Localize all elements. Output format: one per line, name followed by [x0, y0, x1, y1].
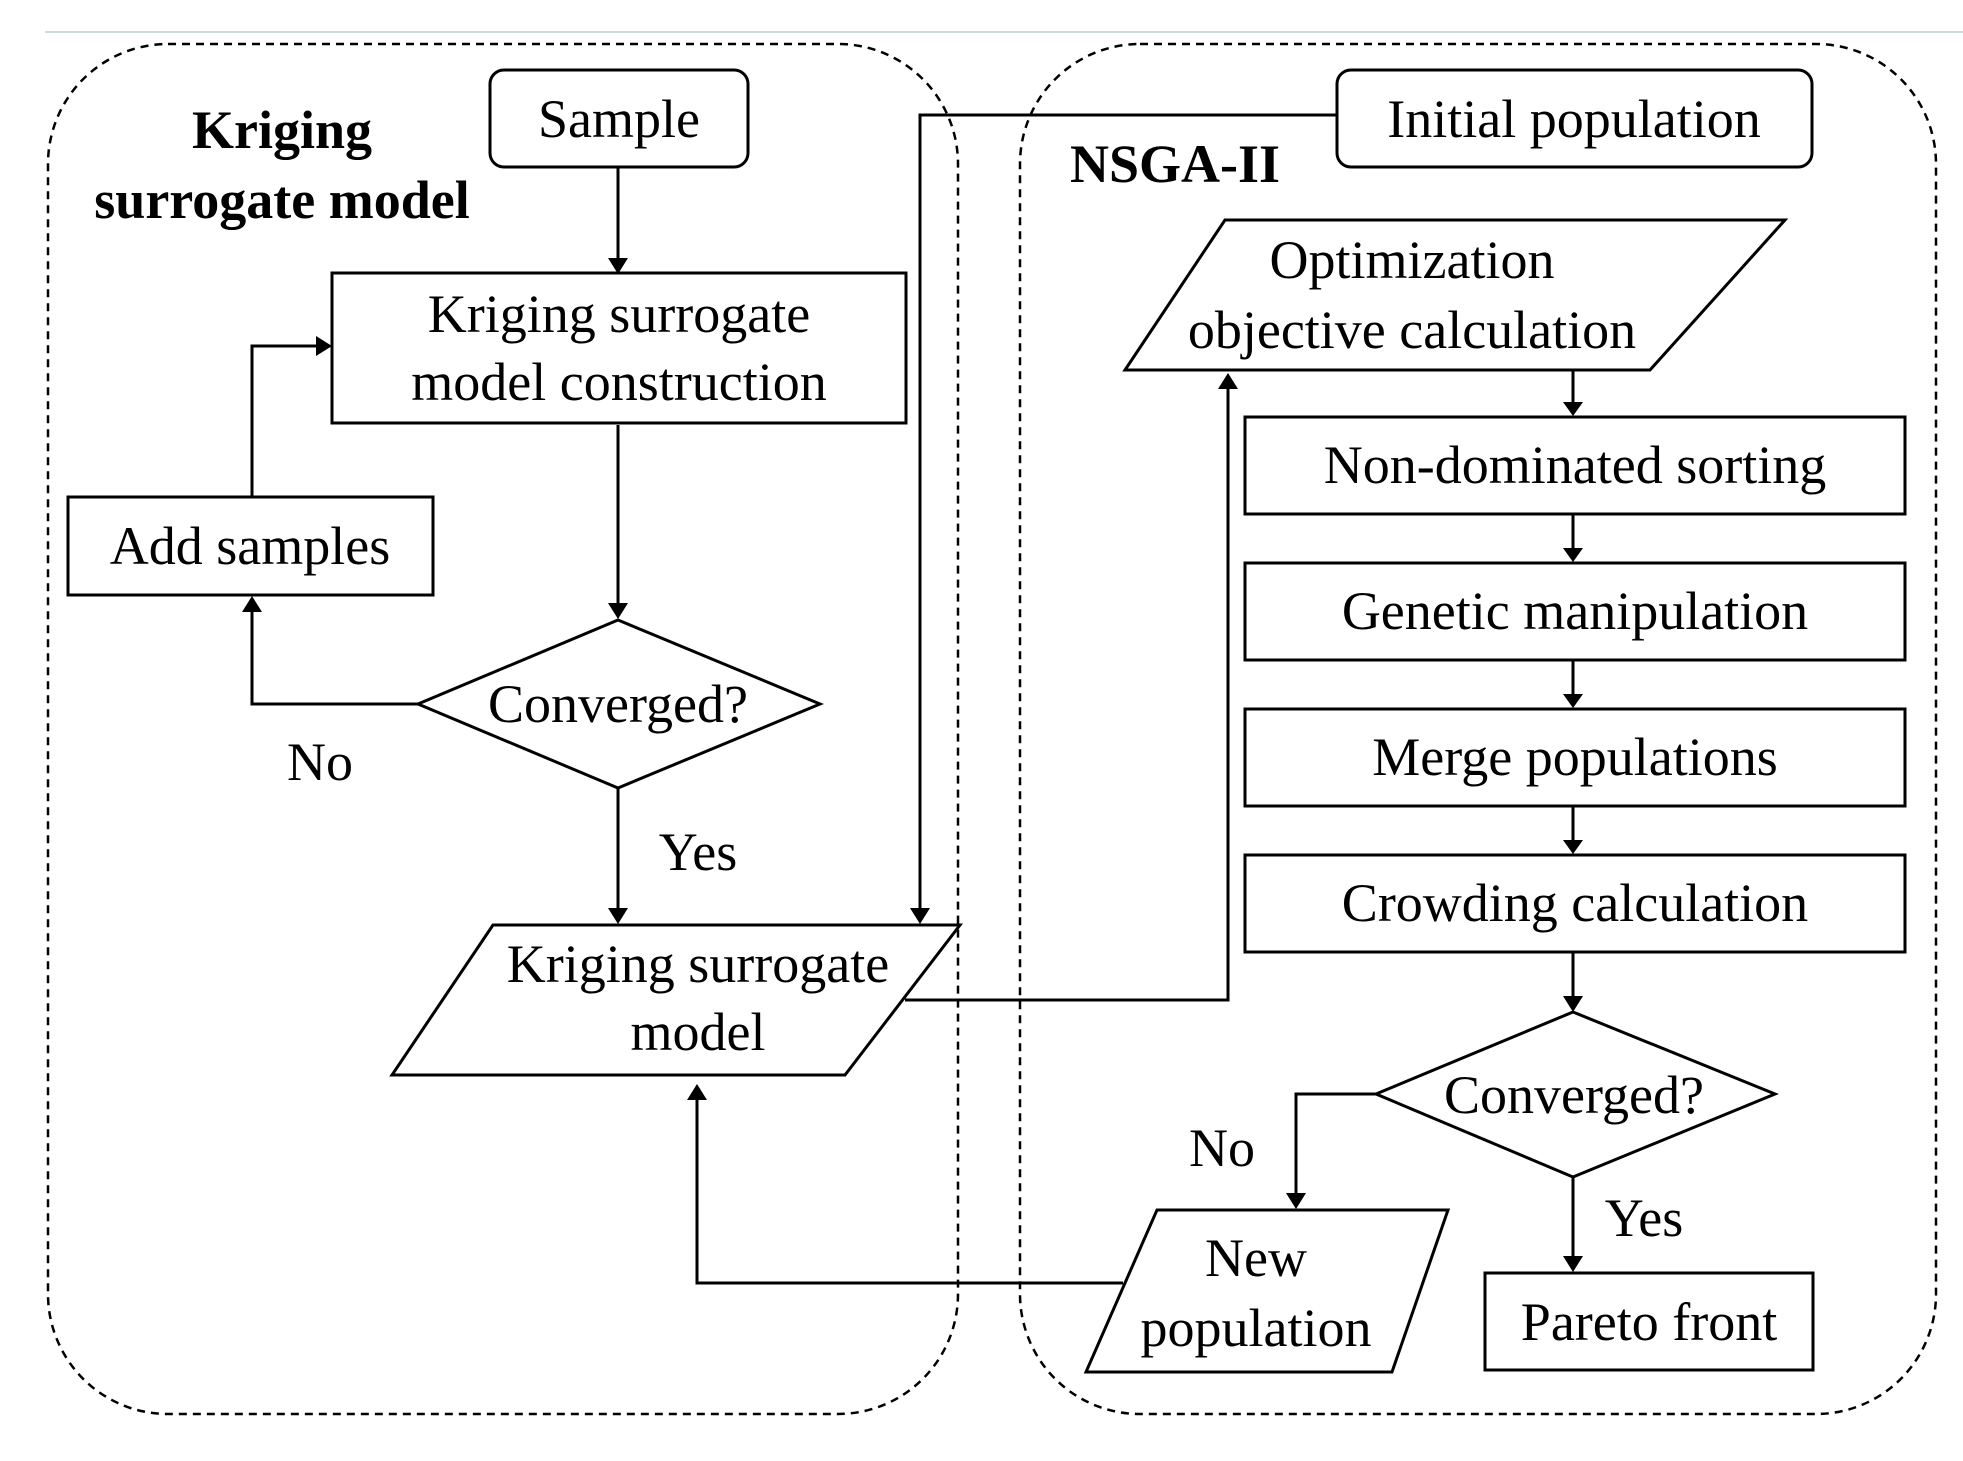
node-kriging-converged-label: Converged?	[488, 674, 748, 734]
node-kriging-model-line2: model	[631, 1002, 766, 1062]
node-sample: Sample	[488, 68, 750, 169]
edge-converged-to-new-population	[1294, 1092, 1376, 1196]
node-kriging-model-line1: Kriging surrogate	[507, 934, 889, 994]
node-kriging-model: Kriging surrogate model	[389, 923, 964, 1077]
arrowhead	[1563, 840, 1583, 854]
connectors	[242, 113, 1583, 1285]
node-kriging-construction: Kriging surrogate model construction	[330, 271, 908, 425]
node-merge-populations: Merge populations	[1243, 707, 1907, 808]
node-crowding-calculation: Crowding calculation	[1243, 853, 1907, 954]
edge-add-samples-to-construction	[250, 344, 318, 496]
node-optimization-line1: Optimization	[1270, 230, 1555, 290]
arrowhead	[1563, 996, 1583, 1012]
node-pareto-front-label: Pareto front	[1521, 1292, 1777, 1352]
edge-label-nsga-yes: Yes	[1605, 1188, 1684, 1248]
edge-new-population-to-kriging-model	[695, 1096, 1123, 1285]
node-new-population-line1: New	[1205, 1228, 1307, 1288]
node-non-dominated-sorting: Non-dominated sorting	[1243, 415, 1907, 516]
node-initial-population-label: Initial population	[1387, 89, 1760, 149]
node-add-samples-label: Add samples	[110, 516, 390, 576]
node-add-samples: Add samples	[66, 495, 435, 597]
arrowhead	[1563, 1256, 1583, 1272]
arrowhead	[608, 603, 628, 619]
kriging-group-title-line2: surrogate model	[94, 170, 469, 230]
node-non-dominated-sorting-label: Non-dominated sorting	[1324, 435, 1826, 495]
kriging-group-title-line1: Kriging	[192, 100, 372, 160]
arrowhead	[910, 908, 930, 924]
arrowhead	[1563, 402, 1583, 416]
node-optimization-line2: objective calculation	[1188, 300, 1636, 360]
arrowhead	[316, 336, 332, 356]
node-nsga-converged: Converged?	[1372, 1010, 1779, 1179]
node-pareto-front: Pareto front	[1483, 1271, 1815, 1372]
kriging-group-container	[46, 42, 960, 1416]
arrowhead	[242, 596, 262, 612]
node-genetic-manipulation: Genetic manipulation	[1243, 561, 1907, 662]
edge-label-nsga-no: No	[1189, 1118, 1255, 1178]
arrowhead	[687, 1084, 707, 1100]
node-sample-label: Sample	[538, 89, 700, 149]
arrowhead	[608, 908, 628, 924]
arrowhead	[1563, 548, 1583, 562]
node-kriging-converged: Converged?	[414, 618, 824, 790]
node-new-population-line2: population	[1141, 1298, 1372, 1358]
edge-kriging-model-to-optimization	[905, 385, 1230, 1002]
arrowhead	[1286, 1193, 1306, 1209]
node-kriging-construction-line2: model construction	[411, 352, 826, 412]
node-genetic-manipulation-label: Genetic manipulation	[1342, 581, 1808, 641]
node-crowding-calculation-label: Crowding calculation	[1342, 873, 1808, 933]
nsga-group-title: NSGA-II	[1070, 134, 1280, 194]
edge-converged-to-add-samples	[250, 610, 418, 706]
node-optimization-objective: Optimization objective calculation	[1122, 218, 1789, 372]
edge-label-kriging-no: No	[287, 732, 353, 792]
arrowhead	[1218, 373, 1238, 389]
edge-label-kriging-yes: Yes	[659, 822, 738, 882]
node-initial-population: Initial population	[1335, 68, 1814, 169]
nsga-group-container	[1018, 42, 1938, 1416]
node-nsga-converged-label: Converged?	[1444, 1065, 1704, 1125]
node-merge-populations-label: Merge populations	[1372, 727, 1777, 787]
edge-initial-population-to-kriging-model	[918, 113, 1337, 910]
arrowhead	[608, 258, 628, 274]
node-kriging-construction-line1: Kriging surrogate	[428, 284, 810, 344]
arrowhead	[1563, 694, 1583, 708]
node-new-population: New population	[1083, 1208, 1451, 1374]
